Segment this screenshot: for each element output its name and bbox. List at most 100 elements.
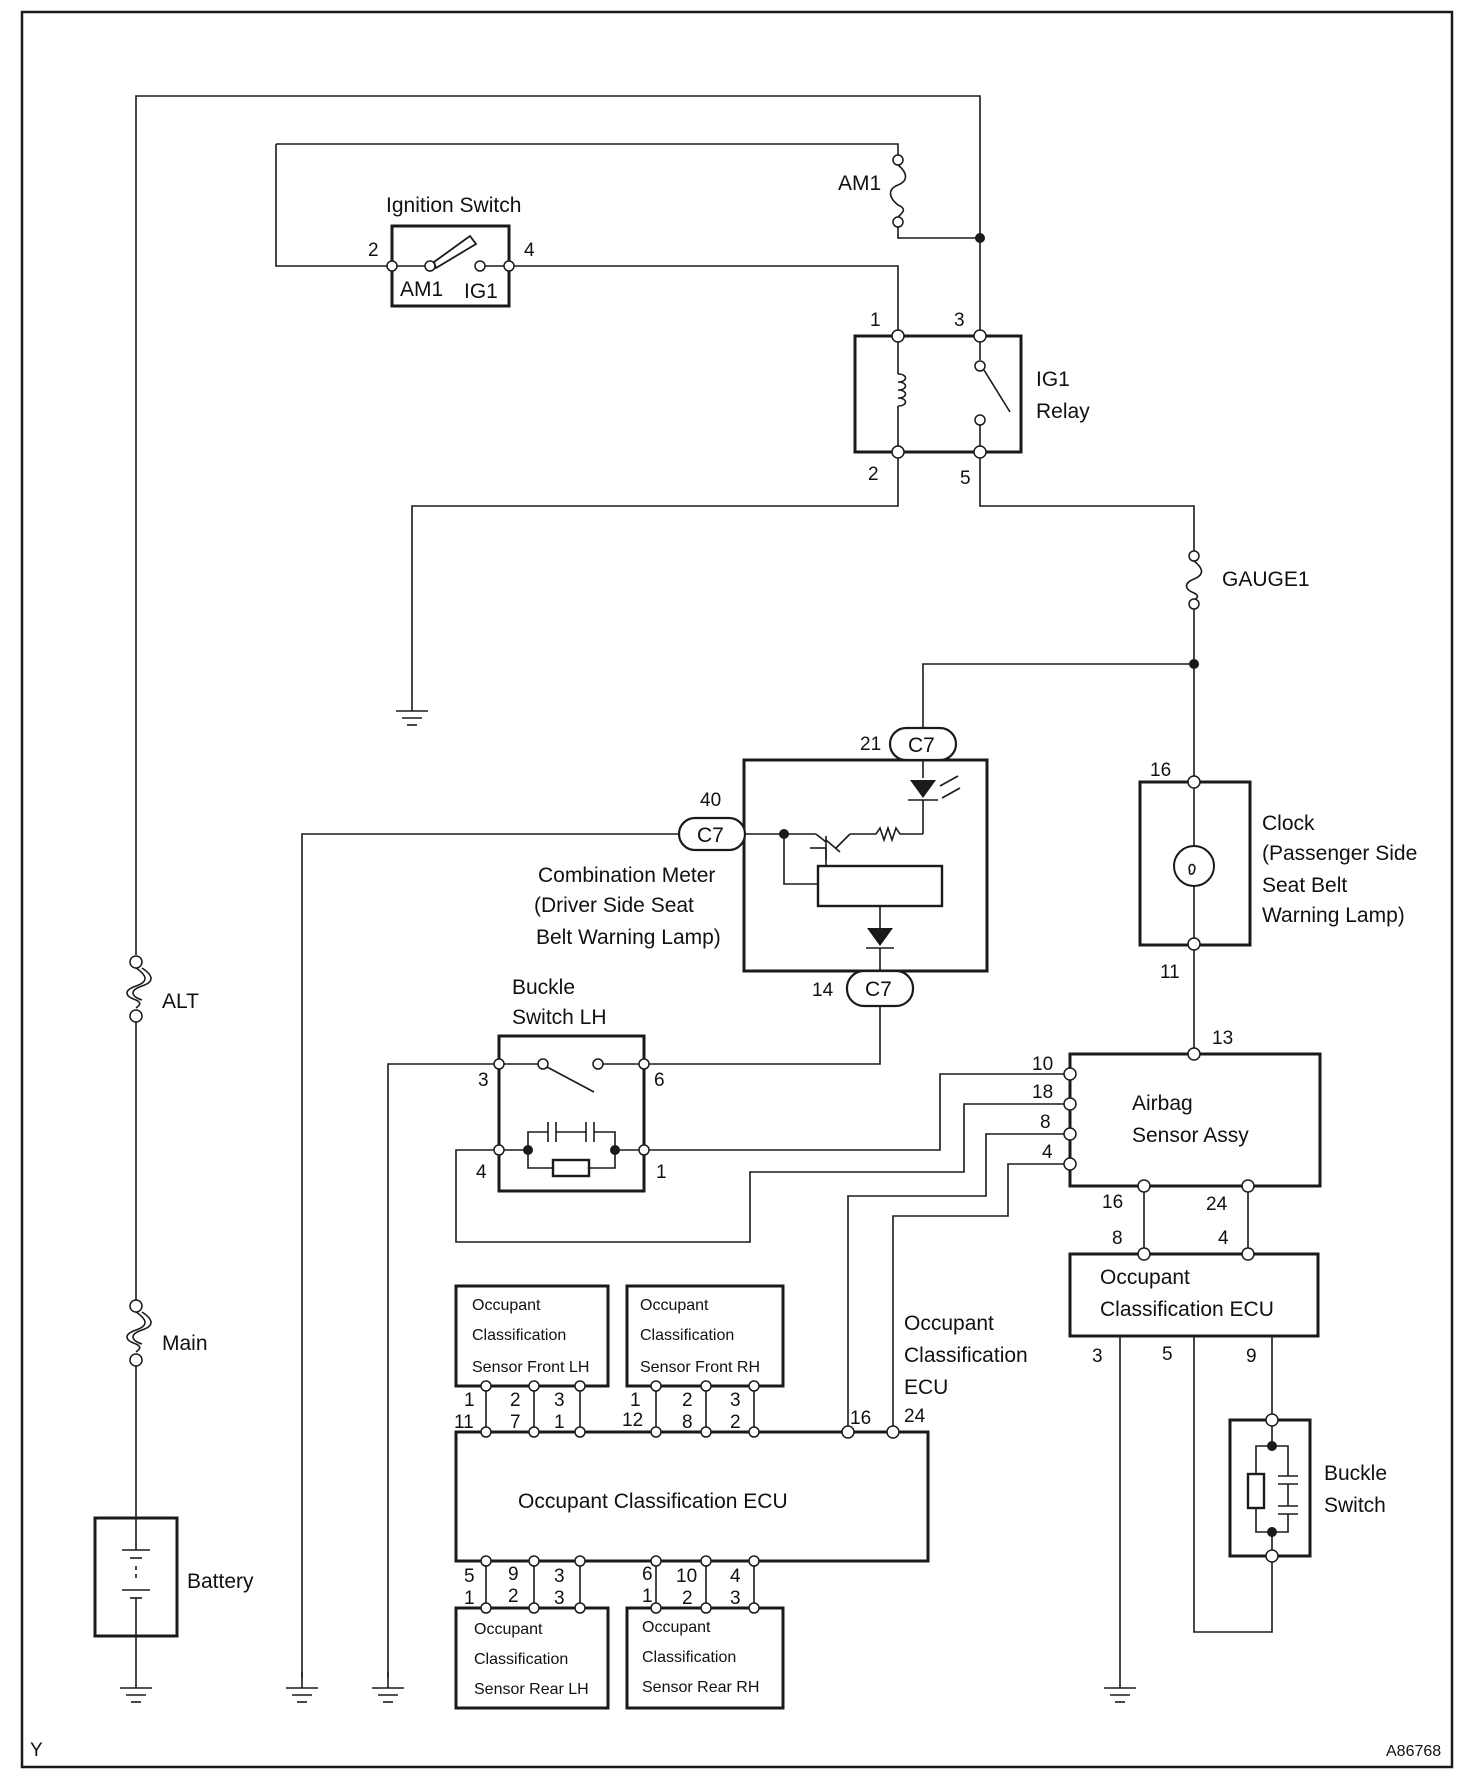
airbag-sensor-assy [1063, 1047, 1322, 1193]
ig1-relay-label-1: IG1 [1036, 368, 1070, 391]
fl-bot-11: 11 [454, 1412, 474, 1433]
junction-dot [1189, 659, 1199, 669]
buckle-pin-4: 4 [476, 1162, 487, 1183]
fr-top-2: 2 [682, 1390, 693, 1411]
airbag-label-2: Sensor Assy [1132, 1124, 1249, 1147]
buckle-switch-label-2: Switch [1324, 1494, 1386, 1517]
junction-dot [975, 233, 985, 243]
airbag-pin-13: 13 [1212, 1028, 1233, 1049]
diagram-frame [20, 10, 1454, 1769]
relay-pin-1: 1 [870, 310, 881, 331]
combination-meter-label-3: Belt Warning Lamp) [536, 926, 721, 949]
airbag-pin-4: 4 [1042, 1142, 1053, 1163]
main-fuse-label: Main [162, 1332, 208, 1355]
sensor-front-rh-stubs [650, 1380, 760, 1438]
ign-pin-4: 4 [524, 240, 535, 261]
occ-ecu-note-3: ECU [904, 1376, 948, 1399]
ign-am1-terminal: AM1 [400, 278, 443, 301]
rr-top-10: 10 [676, 1566, 697, 1587]
rr-bot-3: 3 [730, 1588, 741, 1609]
buckle-pin-6: 6 [654, 1070, 665, 1091]
fl-top-1: 1 [464, 1390, 475, 1411]
occ-ecu-note-1: Occupant [904, 1312, 994, 1335]
ecu-pin-16: 16 [850, 1408, 871, 1429]
svg-text:C7: C7 [865, 978, 892, 1001]
meter-pin-21: 21 [860, 734, 881, 755]
svg-text:Occupant: Occupant [640, 1297, 709, 1314]
gauge1-fuse [1185, 550, 1203, 610]
sensor-rear-lh-stubs [480, 1555, 586, 1614]
airbag-pin-16: 16 [1102, 1192, 1123, 1213]
airbag-pin-8: 8 [1040, 1112, 1051, 1133]
ig1-relay-label-2: Relay [1036, 400, 1090, 423]
ign-pin-2: 2 [368, 240, 379, 261]
clock-label-3: Seat Belt [1262, 874, 1347, 897]
clock-label-4: Warning Lamp) [1262, 904, 1405, 927]
occ-ecu-note-2: Classification [904, 1344, 1028, 1367]
combination-meter-label-2: (Driver Side Seat [534, 894, 694, 917]
am1-fuse [889, 154, 907, 228]
buckle-pin-3: 3 [478, 1070, 489, 1091]
svg-text:Classification: Classification [640, 1327, 734, 1344]
fr-bot-12: 12 [622, 1410, 643, 1431]
occr-label-1: Occupant [1100, 1266, 1190, 1289]
svg-text:Occupant: Occupant [472, 1297, 541, 1314]
buckle-switch-lh-label-2: Switch LH [512, 1006, 607, 1029]
fr-top-1: 1 [630, 1390, 641, 1411]
airbag-label-1: Airbag [1132, 1092, 1193, 1115]
ign-ig1-terminal: IG1 [464, 280, 498, 303]
svg-text:Classification: Classification [472, 1327, 566, 1344]
buckle-switch-lh [493, 1034, 650, 1193]
corner-code-left: Y [30, 1740, 43, 1761]
buckle-switch-label-1: Buckle [1324, 1462, 1387, 1485]
occr-pin-5: 5 [1162, 1344, 1173, 1365]
occr-pin-3: 3 [1092, 1346, 1103, 1367]
rl-top-9: 9 [508, 1564, 519, 1585]
buckle-switch-lh-label-1: Buckle [512, 976, 575, 999]
svg-text:Occupant: Occupant [474, 1621, 543, 1638]
fr-bot-2: 2 [730, 1412, 741, 1433]
svg-text:Classification: Classification [642, 1649, 736, 1666]
rr-top-6: 6 [642, 1564, 653, 1585]
battery-label: Battery [187, 1570, 254, 1593]
sensor-front-lh-stubs [480, 1380, 586, 1438]
alt-fuse-label: ALT [162, 990, 199, 1013]
battery [93, 1516, 179, 1672]
ground-symbol [119, 1671, 153, 1703]
sensor-rear-rh-stubs [650, 1555, 760, 1614]
connector-c7-21: C7 [888, 726, 958, 762]
fl-bot-1: 1 [554, 1412, 565, 1433]
connector-c7-14: C7 [845, 969, 915, 1008]
fl-bot-7: 7 [510, 1412, 521, 1433]
occ-ecu-main-label: Occupant Classification ECU [518, 1490, 788, 1513]
sensor-front-rh: Occupant Classification Sensor Front RH [625, 1284, 785, 1388]
svg-text:Classification: Classification [474, 1651, 568, 1668]
clock-pin-11: 11 [1160, 962, 1180, 983]
rl-bot-3: 3 [554, 1588, 565, 1609]
occupant-classification-ecu-main [454, 1430, 930, 1563]
occupant-classification-ecu-right [1068, 1247, 1320, 1338]
combination-meter-label-1: Combination Meter [538, 864, 715, 887]
airbag-pin-10: 10 [1032, 1054, 1053, 1075]
main-fuse [126, 1299, 152, 1367]
sensor-rear-lh: Occupant Classification Sensor Rear LH [454, 1606, 610, 1710]
fr-top-3: 3 [730, 1390, 741, 1411]
ig1-relay [853, 329, 1023, 459]
sensor-rear-rh: Occupant Classification Sensor Rear RH [625, 1606, 785, 1710]
relay-pin-5: 5 [960, 468, 971, 489]
rr-top-4: 4 [730, 1566, 741, 1587]
buckle-pin-1: 1 [656, 1162, 667, 1183]
relay-pin-2: 2 [868, 464, 879, 485]
meter-pin-40: 40 [700, 790, 721, 811]
occr-pin-4: 4 [1218, 1228, 1229, 1249]
ecu-pin-24-terminal [886, 1425, 900, 1439]
svg-text:Sensor Rear RH: Sensor Rear RH [642, 1679, 759, 1696]
svg-text:Sensor Front LH: Sensor Front LH [472, 1359, 589, 1376]
connector-c7-40: C7 [677, 816, 747, 852]
rr-bot-1: 1 [642, 1586, 653, 1607]
airbag-pin-24: 24 [1206, 1194, 1228, 1215]
am1-fuse-label: AM1 [838, 172, 881, 195]
ignition-switch [386, 224, 515, 308]
clock-pin-16: 16 [1150, 760, 1171, 781]
